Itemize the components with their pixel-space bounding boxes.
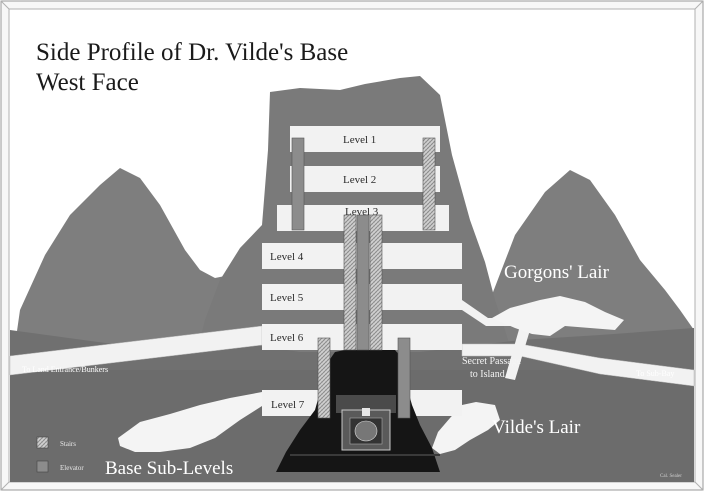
level-1-label: Level 1 bbox=[343, 134, 377, 146]
diagram-title-line2: West Face bbox=[36, 69, 139, 96]
stairs-shaft-left bbox=[291, 137, 305, 231]
tunnel-right-label: To Sub-Bay bbox=[636, 369, 675, 378]
level-4-label: Level 4 bbox=[270, 251, 304, 263]
legend-stairs-label: Stairs bbox=[60, 440, 76, 448]
legend-elevator-swatch bbox=[36, 460, 49, 473]
level-2-floor bbox=[290, 166, 440, 192]
base-sublevels-cave bbox=[118, 392, 262, 452]
level-3-label: Level 3 bbox=[345, 206, 379, 218]
diagram-title-line1: Side Profile of Dr. Vilde's Base bbox=[36, 39, 349, 66]
stairs-shaft-right bbox=[422, 137, 436, 231]
gorgons-lair-label: Gorgons' Lair bbox=[504, 262, 609, 283]
level-2-label: Level 2 bbox=[343, 174, 377, 186]
left-mountain bbox=[10, 168, 250, 380]
stairs-shaft-center-b bbox=[369, 214, 383, 351]
tunnel-left-label: To Land Entrance/Bunkers bbox=[22, 365, 109, 374]
pit-platform bbox=[336, 395, 396, 413]
level-6-label: Level 6 bbox=[270, 332, 304, 344]
level-5-label: Level 5 bbox=[270, 292, 304, 304]
stairs-shaft-center-a bbox=[343, 214, 357, 351]
level-7-label: Level 7 bbox=[271, 399, 305, 411]
level-1-floor bbox=[290, 126, 440, 152]
secret-passage-label-1: Secret Passage bbox=[462, 356, 522, 367]
base-sublevels-label: Base Sub-Levels bbox=[105, 458, 234, 479]
legend-stairs-swatch bbox=[36, 436, 49, 449]
elevator-shaft-lower-right bbox=[397, 337, 411, 419]
vildes-lair-label: Vilde's Lair bbox=[492, 417, 581, 438]
artist-signature: Cal. Sealer bbox=[660, 474, 682, 479]
gorgons-lair-cave bbox=[492, 296, 624, 336]
stairs-shaft-lower-left bbox=[317, 337, 331, 419]
pit-sub-vessel bbox=[354, 420, 378, 442]
vildes-lair-cave bbox=[432, 402, 500, 454]
secret-passage-label-2: to Island bbox=[470, 369, 505, 380]
secret-passage-tunnel bbox=[505, 326, 530, 380]
elevator-shaft-center bbox=[356, 214, 370, 351]
legend-elevator-label: Elevator bbox=[60, 464, 84, 472]
